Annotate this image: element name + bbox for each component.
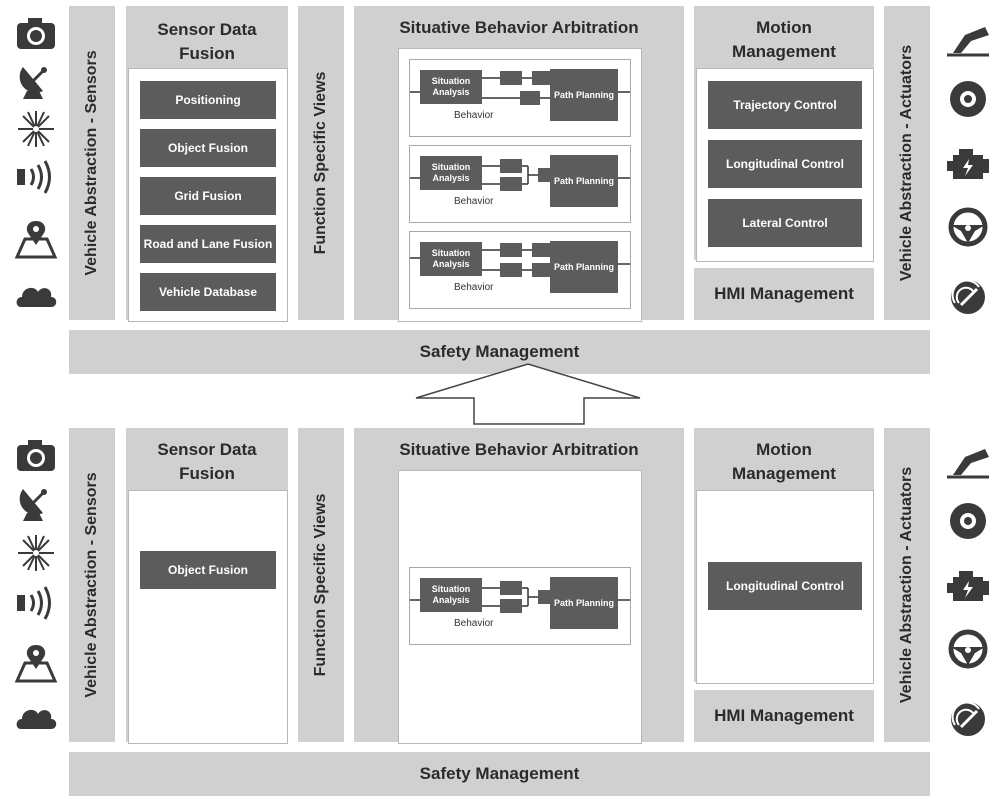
motion-list: Longitudinal Control	[696, 490, 874, 684]
map-pin-icon	[8, 640, 64, 686]
function-views-label: Function Specific Views	[312, 71, 329, 255]
radar-dish-icon	[8, 58, 64, 104]
brake-disc-icon	[940, 498, 996, 544]
function-specific-views-top: Function Specific Views	[298, 6, 344, 320]
actuators-label: Vehicle Abstraction - Actuators	[898, 466, 915, 704]
sensor-fusion-title: Sensor Data Fusion	[157, 440, 257, 483]
situative-behavior-arbitration-bottom: Situative Behavior Arbitration Situation…	[354, 428, 684, 744]
motion-item-longitudinal-control: Longitudinal Control	[708, 140, 862, 188]
behavior-label: Behavior	[454, 196, 494, 207]
situation-analysis-box: Situation Analysis	[420, 242, 482, 276]
speedometer-icon	[940, 272, 996, 318]
map-pin-icon	[8, 216, 64, 262]
behavior-label: Behavior	[454, 282, 494, 293]
fusion-list: Object Fusion	[128, 490, 288, 744]
camera-icon	[8, 10, 64, 56]
fusion-item-vehicle-database: Vehicle Database	[140, 273, 276, 311]
behavior-block: Situation Analysis Path Planning Behavio…	[409, 145, 631, 223]
sensors-label: Vehicle Abstraction - Sensors	[83, 50, 100, 276]
behavior-label: Behavior	[454, 110, 494, 121]
vehicle-abstraction-sensors-top: Vehicle Abstraction - Sensors	[69, 6, 115, 320]
function-views-label: Function Specific Views	[312, 493, 329, 677]
motion-title: Motion Management	[732, 440, 836, 483]
ultrasonic-icon	[8, 154, 64, 200]
behavior-label: Behavior	[454, 618, 494, 629]
motion-management-bottom: Motion Management Longitudinal Control	[694, 428, 874, 684]
function-specific-views-bottom: Function Specific Views	[298, 428, 344, 742]
sensor-fusion-title: Sensor Data Fusion	[157, 20, 257, 63]
up-arrow	[415, 363, 641, 425]
camera-icon	[8, 432, 64, 478]
speedometer-icon	[940, 694, 996, 740]
path-planning-box: Path Planning	[550, 241, 618, 293]
hmi-management-top: HMI Management	[694, 268, 874, 320]
brake-pedal-icon	[940, 438, 996, 484]
fusion-list: Positioning Object Fusion Grid Fusion Ro…	[128, 68, 288, 322]
situative-behavior-arbitration-top: Situative Behavior Arbitration Situation…	[354, 6, 684, 322]
path-planning-box: Path Planning	[550, 155, 618, 207]
fusion-item-positioning: Positioning	[140, 81, 276, 119]
vehicle-abstraction-sensors-bottom: Vehicle Abstraction - Sensors	[69, 428, 115, 742]
behavior-container: Situation Analysis Path Planning Behavio…	[398, 48, 642, 322]
situation-analysis-box: Situation Analysis	[420, 578, 482, 612]
engine-icon	[940, 142, 996, 188]
vehicle-abstraction-actuators-bottom: Vehicle Abstraction - Actuators	[884, 428, 930, 742]
brake-pedal-icon	[940, 16, 996, 62]
behavior-container: Situation Analysis Path Planning Behavio…	[398, 470, 642, 744]
engine-icon	[940, 564, 996, 610]
motion-list: Trajectory Control Longitudinal Control …	[696, 68, 874, 262]
hmi-management-bottom: HMI Management	[694, 690, 874, 742]
situation-analysis-box: Situation Analysis	[420, 70, 482, 104]
sensor-data-fusion-bottom: Sensor Data Fusion Object Fusion	[126, 428, 288, 744]
vehicle-abstraction-actuators-top: Vehicle Abstraction - Actuators	[884, 6, 930, 320]
motion-item-longitudinal-control: Longitudinal Control	[708, 562, 862, 610]
fusion-item-grid-fusion: Grid Fusion	[140, 177, 276, 215]
behavior-block: Situation Analysis Path Planning Behavio…	[409, 59, 631, 137]
path-planning-box: Path Planning	[550, 69, 618, 121]
actuators-label: Vehicle Abstraction - Actuators	[898, 44, 915, 282]
motion-item-trajectory-control: Trajectory Control	[708, 81, 862, 129]
fusion-item-object-fusion: Object Fusion	[140, 129, 276, 167]
motion-item-lateral-control: Lateral Control	[708, 199, 862, 247]
lidar-burst-icon	[8, 106, 64, 152]
motion-management-top: Motion Management Trajectory Control Lon…	[694, 6, 874, 262]
arbitration-title: Situative Behavior Arbitration	[399, 18, 639, 37]
steering-wheel-icon	[940, 626, 996, 672]
ultrasonic-icon	[8, 580, 64, 626]
radar-dish-icon	[8, 480, 64, 526]
fusion-item-road-lane-fusion: Road and Lane Fusion	[140, 225, 276, 263]
motion-title: Motion Management	[732, 18, 836, 61]
brake-disc-icon	[940, 76, 996, 122]
fusion-item-object-fusion: Object Fusion	[140, 551, 276, 589]
arbitration-title: Situative Behavior Arbitration	[399, 440, 639, 459]
behavior-block: Situation Analysis Path Planning Behavio…	[409, 567, 631, 645]
sensor-data-fusion-top: Sensor Data Fusion Positioning Object Fu…	[126, 6, 288, 322]
lidar-burst-icon	[8, 530, 64, 576]
behavior-block: Situation Analysis Path Planning Behavio…	[409, 231, 631, 309]
path-planning-box: Path Planning	[550, 577, 618, 629]
safety-management-top: Safety Management	[69, 330, 930, 374]
steering-wheel-icon	[940, 204, 996, 250]
cloud-icon	[8, 272, 64, 318]
situation-analysis-box: Situation Analysis	[420, 156, 482, 190]
sensors-label: Vehicle Abstraction - Sensors	[83, 472, 100, 698]
safety-management-bottom: Safety Management	[69, 752, 930, 796]
cloud-icon	[8, 694, 64, 740]
